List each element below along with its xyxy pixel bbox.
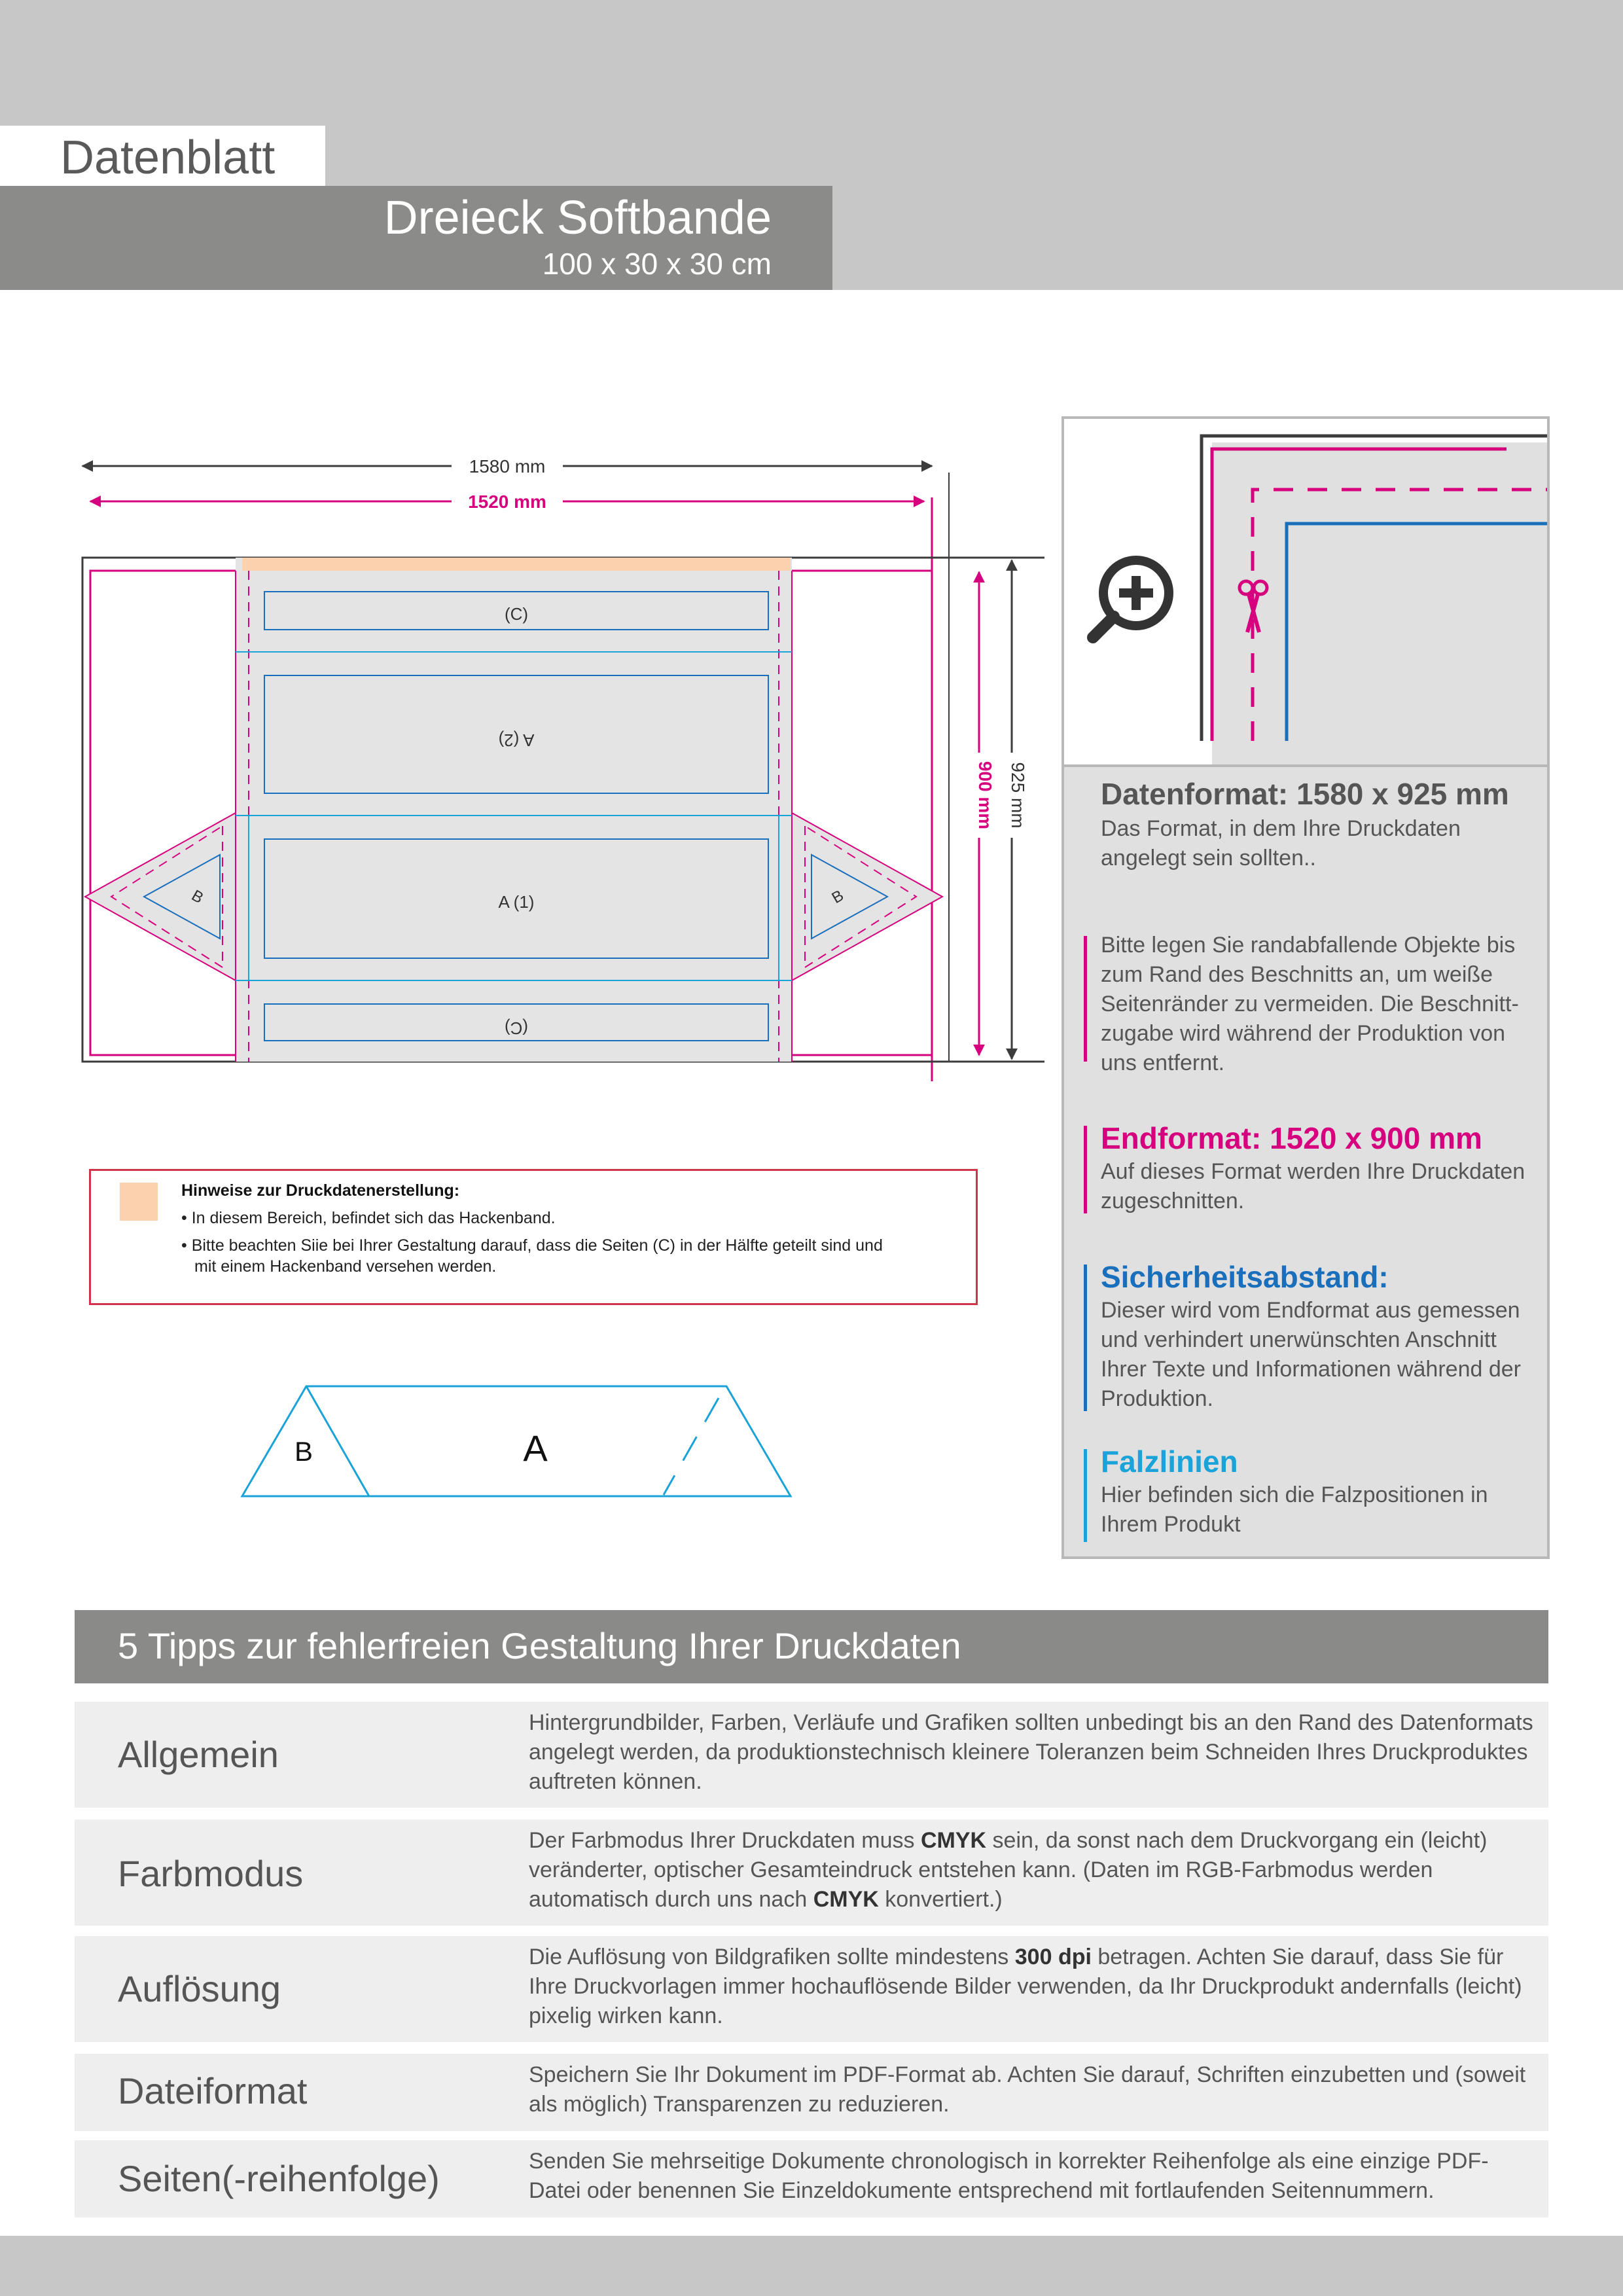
- panel-b-left: [142, 853, 221, 940]
- tip-label-dateiformat: Dateiformat: [118, 2070, 308, 2111]
- hinweise-box: Hinweise zur Druckdatenerstellung: • In …: [89, 1169, 978, 1305]
- product-band: Dreieck Softbande 100 x 30 x 30 cm: [0, 186, 832, 290]
- hinweise-line-2: • Bitte beachten Siie bei Ihrer Gestaltu…: [181, 1236, 883, 1255]
- tip-label-farbmodus: Farbmodus: [118, 1853, 304, 1894]
- shape-edge-left: [305, 1386, 370, 1497]
- falz-heading: Falzlinien: [1101, 1444, 1238, 1479]
- falz-text: Hier befinden sich die Falzpositionen in…: [1101, 1482, 1488, 1537]
- panel-a2: [264, 675, 769, 794]
- zoom-endformat-edge: [1210, 447, 1507, 741]
- panel-a1: [264, 838, 769, 959]
- zoom-icon: [1087, 556, 1173, 643]
- hackenband-swatch: [120, 1183, 158, 1221]
- dim-total-height-label: 925 mm: [1008, 762, 1028, 828]
- sicherheit-marker-bar: [1084, 1265, 1087, 1411]
- zoom-bleed-dashed: [1251, 488, 1547, 741]
- tip-row-dateiformat: Dateiformat Speichern Sie Ihr Dokument i…: [75, 2054, 1548, 2131]
- tip-row-seiten: Seiten(-reihenfolge) Senden Sie mehrseit…: [75, 2140, 1548, 2217]
- zoom-datenformat-edge: [1200, 434, 1547, 741]
- panel-c-top: [264, 591, 769, 630]
- panel-b-right: [811, 853, 889, 940]
- panel-a2-label: A (2): [499, 730, 535, 750]
- panel-a1-label: A (1): [499, 892, 535, 912]
- layout-drawing: 1580 mm 1520 mm 925 mm 900 mm (C) A (2) …: [81, 453, 1044, 1081]
- hinweise-line-1: • In diesem Bereich, befindet sich das H…: [181, 1209, 556, 1227]
- shape-edge-right-dashed: [662, 1397, 720, 1496]
- net-body: [236, 558, 792, 1062]
- datenblatt-label: Datenblatt: [60, 132, 276, 184]
- hinweise-line-3: mit einem Hackenband versehen werden.: [194, 1257, 497, 1276]
- net-flap-left: [83, 812, 236, 982]
- tip-label-aufloesung: Auflösung: [118, 1968, 281, 2009]
- net-flap-right: [791, 812, 944, 982]
- dim-final-height-label: 900 mm: [975, 761, 995, 829]
- tip-text-farbmodus: Der Farbmodus Ihrer Druckdaten muss CMYK…: [529, 1828, 1488, 1912]
- legend-zoom-area: [1064, 419, 1547, 767]
- product-title: Dreieck Softbande: [383, 192, 772, 244]
- flap-right-safety: [804, 825, 918, 969]
- tips-heading-bar: 5 Tipps zur fehlerfreien Gestaltung Ihre…: [75, 1610, 1548, 1683]
- tip-label-seiten: Seiten(-reihenfolge): [118, 2158, 440, 2199]
- footer-band: [0, 2236, 1623, 2296]
- triangle-shape-illustration: B A: [240, 1385, 793, 1498]
- datenformat-text: Das Format, in dem Ihre Druckdaten angel…: [1101, 816, 1461, 870]
- hackenband-strip: [242, 558, 791, 571]
- tip-label-allgemein: Allgemein: [118, 1734, 279, 1775]
- zoom-safety-edge: [1285, 522, 1547, 741]
- falz-marker-bar: [1084, 1449, 1087, 1542]
- datenblatt-tab: Datenblatt: [0, 126, 325, 186]
- dim-total-width-label: 1580 mm: [469, 456, 546, 476]
- sicherheit-heading: Sicherheitsabstand:: [1101, 1260, 1389, 1294]
- shape-outline: [240, 1385, 793, 1498]
- panel-c-bottom: [264, 1003, 769, 1041]
- legend-panel: Datenformat: 1580 x 925 mm Das Format, i…: [1061, 416, 1550, 1559]
- datenformat-heading: Datenformat: 1580 x 925 mm: [1101, 777, 1509, 811]
- tip-text-allgemein: Hintergrundbilder, Farben, Verläufe und …: [529, 1710, 1533, 1794]
- tip-row-farbmodus: Farbmodus Der Farbmodus Ihrer Druckdaten…: [75, 1820, 1548, 1926]
- scissors-icon: [1238, 579, 1269, 633]
- tip-row-allgemein: Allgemein Hintergrundbilder, Farben, Ver…: [75, 1702, 1548, 1808]
- tip-text-aufloesung: Die Auflösung von Bildgrafiken sollte mi…: [529, 1945, 1522, 2028]
- endformat-heading: Endformat: 1520 x 900 mm: [1101, 1121, 1482, 1155]
- hinweise-title: Hinweise zur Druckdatenerstellung:: [181, 1181, 460, 1200]
- tip-text-seiten: Senden Sie mehrseitige Dokumente chronol…: [529, 2149, 1489, 2203]
- endformat-text: Auf dieses Format werden Ihre Druckdaten…: [1101, 1159, 1525, 1213]
- sicherheit-text: Dieser wird vom Endformat aus gemessen u…: [1101, 1298, 1521, 1411]
- bleed-marker-bar: [1084, 936, 1087, 1062]
- panel-c-top-label: (C): [505, 604, 528, 624]
- flap-left-safety: [110, 825, 223, 969]
- tip-text-dateiformat: Speichern Sie Ihr Dokument im PDF-Format…: [529, 2062, 1526, 2117]
- endformat-marker-bar: [1084, 1126, 1087, 1213]
- product-size: 100 x 30 x 30 cm: [542, 247, 772, 281]
- dim-final-width-label: 1520 mm: [468, 492, 546, 512]
- tip-row-aufloesung: Auflösung Die Auflösung von Bildgrafiken…: [75, 1936, 1548, 2042]
- tips-heading: 5 Tipps zur fehlerfreien Gestaltung Ihre…: [118, 1625, 961, 1666]
- bleed-text: Bitte legen Sie randabfallende Objekte b…: [1101, 933, 1519, 1075]
- panel-c-bottom-label: (C): [505, 1018, 528, 1038]
- shape-label-a: A: [523, 1427, 548, 1469]
- zoom-detail-graphic: [1087, 434, 1547, 764]
- shape-label-b: B: [294, 1436, 313, 1467]
